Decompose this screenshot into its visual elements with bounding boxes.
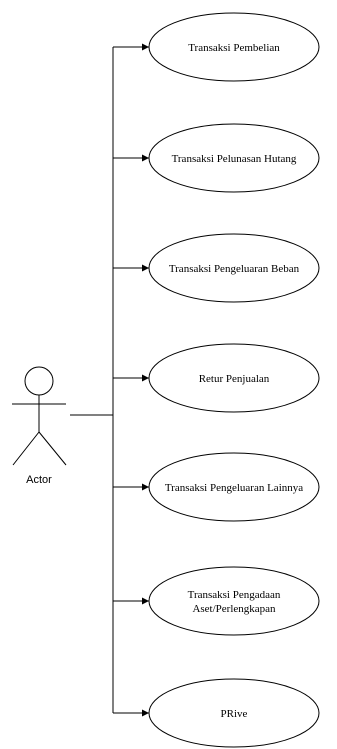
use-case-label: PRive: [221, 708, 248, 720]
use-case-ellipse: [148, 566, 320, 636]
use-case-ellipse: [148, 678, 320, 748]
actor-right-leg: [38, 431, 67, 466]
use-case-label: Transaksi Pengeluaran Lainnya: [165, 482, 303, 494]
use-case-label: Retur Penjualan: [199, 373, 270, 385]
use-case-label: Transaksi Pelunasan Hutang: [172, 153, 297, 165]
use-case-label: Transaksi Pengadaan: [188, 589, 281, 601]
actor-head: [24, 366, 54, 396]
use-case-label: Transaksi Pembelian: [188, 42, 280, 54]
use-case-ellipse: [148, 233, 320, 303]
use-case-ellipse: [148, 452, 320, 522]
actor-figure: [12, 366, 67, 466]
connectors: [70, 43, 149, 717]
use-case-ellipse: [148, 12, 320, 82]
use-case-ellipse: [148, 123, 320, 193]
use-case-ellipse: [148, 343, 320, 413]
use-case-label: Transaksi Pengeluaran Beban: [169, 263, 300, 275]
actor-left-leg: [12, 431, 40, 466]
use-case-label: Aset/Perlengkapan: [192, 603, 276, 615]
actor-label: Actor: [26, 474, 52, 486]
